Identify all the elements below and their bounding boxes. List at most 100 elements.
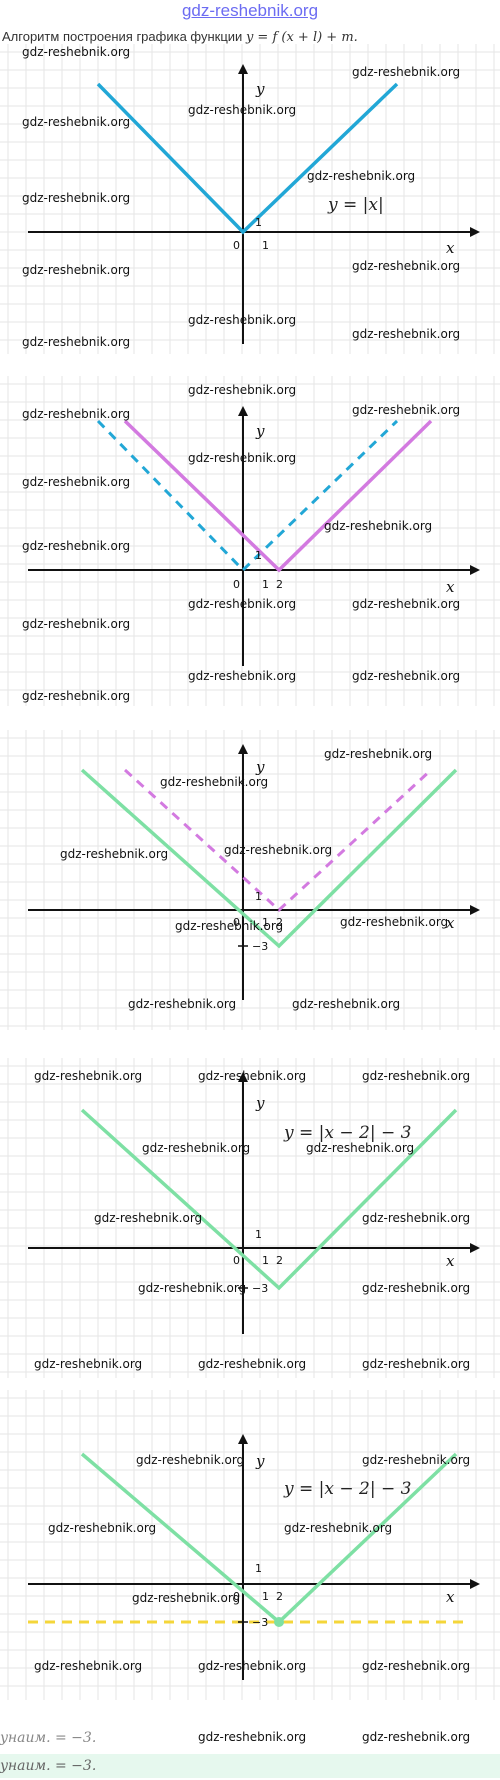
watermark: gdz-reshebnik.org (136, 1453, 244, 1467)
watermark: gdz-reshebnik.org (132, 1591, 240, 1605)
watermark: gdz-reshebnik.org (306, 1141, 414, 1155)
y-axis-arrow (238, 1072, 248, 1082)
tick-x-1: 1 (262, 578, 269, 591)
watermark: gdz-reshebnik.org (22, 407, 130, 421)
heading: Алгоритм построения графика функции y = … (2, 28, 358, 47)
graph-5-svg: y x 0 1 1 2 −3 y = |x − 2| − 3 gdz-reshe… (0, 1390, 500, 1700)
site-link[interactable]: gdz-reshebnik.org (181, 1, 319, 20)
watermark: gdz-reshebnik.org (188, 451, 296, 465)
x-axis-arrow (470, 565, 480, 575)
minimum-point (274, 1617, 284, 1627)
watermark: gdz-reshebnik.org (175, 919, 283, 933)
tick-x-1: 1 (262, 1590, 269, 1603)
watermark: gdz-reshebnik.org (34, 1659, 142, 1673)
watermark: gdz-reshebnik.org (352, 597, 460, 611)
watermark: gdz-reshebnik.org (34, 1357, 142, 1371)
graph-abs-x-dashed (96, 419, 399, 573)
watermark: gdz-reshebnik.org (188, 597, 296, 611)
graph-panel-4: y x 0 1 1 2 −3 y = |x − 2| − 3 gdz-reshe… (0, 1058, 500, 1378)
y-axis-arrow (238, 406, 248, 416)
watermark: gdz-reshebnik.org (22, 335, 130, 349)
tick-x-1: 1 (262, 1254, 269, 1267)
origin-label: 0 (233, 916, 240, 929)
watermark: gdz-reshebnik.org (22, 617, 130, 631)
watermark: gdz-reshebnik.org (198, 1730, 307, 1744)
watermark: gdz-reshebnik.org (198, 1659, 306, 1673)
watermark: gdz-reshebnik.org (198, 1069, 306, 1083)
graph-abs-x-minus-2-dashed (123, 768, 433, 913)
tick-y-1: 1 (255, 216, 262, 229)
graph-panel-1: y x 0 1 1 y = |x| gdz-reshebnik.org gdz-… (0, 44, 500, 354)
y-axis-arrow (238, 744, 248, 754)
watermark: gdz-reshebnik.org (22, 689, 130, 703)
x-axis-arrow (470, 1243, 480, 1253)
graph-4-svg: y x 0 1 1 2 −3 y = |x − 2| − 3 gdz-reshe… (0, 1058, 500, 1378)
heading-formula: y = f (x + l) + m. (245, 30, 358, 45)
tick-y-1: 1 (255, 1228, 262, 1241)
grid (0, 1390, 500, 1700)
watermark: gdz-reshebnik.org (138, 1281, 246, 1295)
watermark: gdz-reshebnik.org (352, 259, 460, 273)
x-axis-label: x (446, 914, 455, 932)
watermark: gdz-reshebnik.org (284, 1521, 392, 1535)
watermark: gdz-reshebnik.org (22, 475, 130, 489)
watermark: gdz-reshebnik.org (22, 191, 130, 205)
y-axis-label: y (255, 80, 265, 98)
watermark: gdz-reshebnik.org (362, 1069, 470, 1083)
origin-label: 0 (233, 1254, 240, 1267)
watermark: gdz-reshebnik.org (352, 669, 460, 683)
tick-y-1: 1 (255, 890, 262, 903)
x-axis-label: x (446, 1252, 455, 1270)
y-axis-label: y (255, 758, 265, 776)
tick-x-1: 1 (262, 916, 269, 929)
watermark: gdz-reshebnik.org (352, 327, 460, 341)
x-axis-arrow (470, 227, 480, 237)
tick-y-1: 1 (255, 549, 262, 562)
watermark: gdz-reshebnik.org (48, 1521, 156, 1535)
origin-label: 0 (233, 239, 240, 252)
tick-x-1: 1 (262, 239, 269, 252)
function-formula: y = |x − 2| − 3 (283, 1123, 411, 1143)
watermark: gdz-reshebnik.org (340, 915, 448, 929)
watermark: gdz-reshebnik.org (362, 1281, 470, 1295)
watermark: gdz-reshebnik.org (188, 669, 296, 683)
answer-line: yнаим. = −3. (0, 1730, 97, 1746)
graph-abs-x-minus-2-minus-3 (80, 1108, 458, 1291)
watermark: gdz-reshebnik.org (188, 313, 296, 327)
y-axis-label: y (255, 1094, 265, 1112)
y-axis-label: y (255, 422, 265, 440)
watermark: gdz-reshebnik.org (352, 65, 460, 79)
graph-abs-x-minus-2-minus-3 (80, 768, 458, 949)
tick-x-2: 2 (276, 1254, 283, 1267)
x-axis-arrow (470, 905, 480, 915)
tick-y-1: 1 (255, 1562, 262, 1575)
graph-2-svg: y x 0 1 1 2 gdz-reshebnik.org gdz-resheb… (0, 376, 500, 706)
watermark: gdz-reshebnik.org (292, 997, 400, 1011)
watermark: gdz-reshebnik.org (362, 1659, 470, 1673)
watermark: gdz-reshebnik.org (160, 775, 268, 789)
watermark: gdz-reshebnik.org (60, 847, 168, 861)
origin-label: 0 (233, 1590, 240, 1603)
watermark: gdz-reshebnik.org (188, 103, 296, 117)
watermark: gdz-reshebnik.org (307, 169, 415, 183)
watermark: gdz-reshebnik.org (352, 403, 460, 417)
tick-x-2: 2 (276, 578, 283, 591)
watermark: gdz-reshebnik.org (224, 843, 332, 857)
watermark: gdz-reshebnik.org (22, 115, 130, 129)
graph-1-svg: y x 0 1 1 y = |x| gdz-reshebnik.org gdz-… (0, 44, 500, 354)
watermark: gdz-reshebnik.org (362, 1211, 470, 1225)
watermark: gdz-reshebnik.org (34, 1069, 142, 1083)
grid (0, 44, 500, 354)
graph-3-svg: y x 0 1 1 2 −3 gdz-reshebnik.org gdz-res… (0, 730, 500, 1030)
y-axis-label: y (255, 1452, 265, 1470)
answer-highlight: yнаим. = −3. (0, 1754, 500, 1778)
watermark: gdz-reshebnik.org (362, 1730, 471, 1744)
y-axis-arrow (238, 1434, 248, 1444)
tick-x-2: 2 (276, 1590, 283, 1603)
x-axis-arrow (470, 1579, 480, 1589)
tick-x-2: 2 (276, 916, 283, 929)
watermark: gdz-reshebnik.org (142, 1141, 250, 1155)
watermark: gdz-reshebnik.org (198, 1357, 306, 1371)
watermark: gdz-reshebnik.org (324, 747, 432, 761)
graph-abs-x-minus-2 (123, 419, 433, 573)
